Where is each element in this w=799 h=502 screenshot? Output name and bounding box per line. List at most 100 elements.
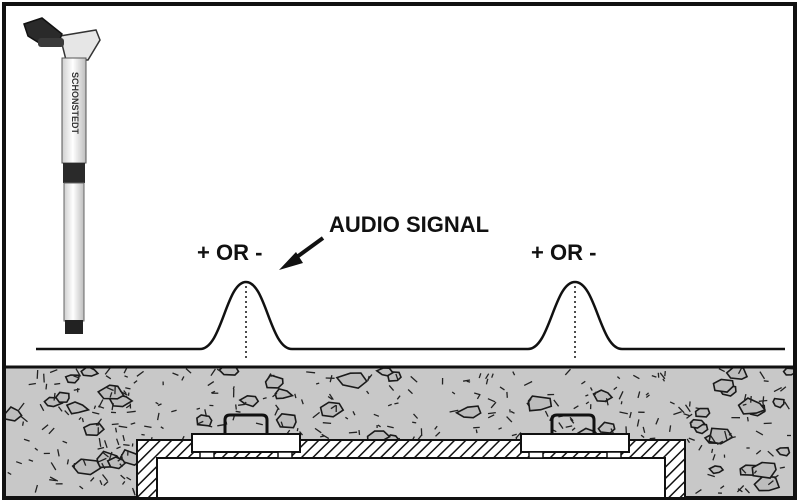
aggregate-speck bbox=[155, 401, 159, 405]
aggregate-speck bbox=[34, 447, 39, 451]
aggregate-speck bbox=[619, 411, 628, 415]
aggregate-speck bbox=[99, 479, 103, 486]
aggregate-speck bbox=[629, 411, 632, 419]
plate-handle-right bbox=[550, 413, 596, 434]
aggregate-speck bbox=[742, 403, 747, 406]
aggregate-speck bbox=[98, 405, 105, 409]
device-brand-label: SCHONSTEDT bbox=[70, 72, 80, 135]
aggregate-speck bbox=[196, 407, 201, 410]
aggregate-speck bbox=[491, 373, 494, 378]
aggregate-speck bbox=[743, 393, 747, 402]
aggregate-speck bbox=[78, 416, 82, 421]
device-tip bbox=[65, 320, 83, 334]
aggregate-speck bbox=[758, 399, 768, 402]
aggregate-speck bbox=[20, 415, 28, 423]
aggregate-speck bbox=[613, 386, 618, 391]
aggregate-speck bbox=[632, 374, 640, 380]
aggregate-speck bbox=[306, 371, 316, 374]
aggregate-speck bbox=[449, 409, 459, 413]
aggregate-speck bbox=[105, 375, 112, 380]
aggregate-speck bbox=[330, 404, 337, 410]
aggregate-speck bbox=[108, 451, 113, 460]
magnetic-locator-device: SCHONSTEDT bbox=[23, 17, 101, 334]
aggregate-speck bbox=[510, 410, 515, 414]
aggregate-speck bbox=[724, 430, 728, 440]
aggregate-speck bbox=[118, 425, 128, 429]
aggregate-speck bbox=[689, 421, 693, 425]
aggregate-speck bbox=[197, 420, 204, 425]
aggregate-speck bbox=[267, 373, 272, 379]
aggregate-speck bbox=[54, 382, 61, 385]
aggregate-speck bbox=[125, 404, 131, 409]
aggregate-speck bbox=[407, 389, 413, 395]
aggregate-speck bbox=[707, 473, 715, 478]
aggregate-speck bbox=[123, 443, 130, 447]
aggregate-stone bbox=[708, 427, 734, 445]
aggregate-speck bbox=[527, 398, 532, 403]
aggregate-speck bbox=[573, 405, 579, 410]
aggregate-speck bbox=[435, 431, 441, 437]
aggregate-speck bbox=[123, 390, 127, 395]
aggregate-speck bbox=[114, 427, 118, 433]
aggregate-speck bbox=[585, 394, 589, 397]
aggregate-speck bbox=[487, 414, 495, 419]
aggregate-speck bbox=[207, 381, 215, 387]
aggregate-speck bbox=[92, 411, 100, 415]
aggregate-speck bbox=[119, 463, 123, 468]
aggregate-speck bbox=[620, 401, 623, 405]
aggregate-speck bbox=[7, 471, 12, 476]
aggregate-speck bbox=[57, 449, 60, 457]
aggregate-speck bbox=[315, 382, 320, 385]
aggregate-speck bbox=[15, 461, 23, 465]
aggregate-speck bbox=[686, 413, 693, 419]
aggregate-speck bbox=[36, 369, 39, 379]
aggregate-speck bbox=[300, 399, 304, 405]
aggregate-speck bbox=[698, 444, 703, 451]
aggregate-speck bbox=[773, 474, 779, 479]
aggregate-speck bbox=[43, 373, 45, 383]
aggregate-speck bbox=[683, 413, 690, 417]
aggregate-speck bbox=[75, 368, 82, 377]
aggregate-stone bbox=[708, 465, 725, 475]
aggregate-speck bbox=[759, 371, 766, 380]
aggregate-speck bbox=[451, 391, 456, 395]
aggregate-speck bbox=[688, 437, 695, 442]
audio-signal-trace bbox=[36, 280, 785, 351]
aggregate-speck bbox=[111, 423, 119, 426]
aggregate-speck bbox=[498, 427, 502, 430]
aggregate-speck bbox=[410, 375, 418, 383]
aggregate-stone bbox=[96, 384, 125, 400]
aggregate-speck bbox=[348, 431, 358, 434]
aggregate-speck bbox=[216, 368, 221, 372]
peak-right-label: + OR - bbox=[531, 240, 596, 265]
aggregate-stone bbox=[782, 367, 793, 376]
aggregate-speck bbox=[109, 392, 113, 398]
aggregate-stone bbox=[454, 405, 482, 419]
aggregate-speck bbox=[499, 386, 505, 391]
aggregate-speck bbox=[388, 384, 395, 392]
aggregate-speck bbox=[41, 424, 49, 431]
aggregate-stone bbox=[737, 397, 767, 415]
aggregate-speck bbox=[97, 421, 104, 429]
aggregate-stone bbox=[80, 367, 100, 377]
aggregate-speck bbox=[462, 379, 471, 382]
aggregate-stone bbox=[694, 407, 711, 418]
aggregate-speck bbox=[784, 401, 790, 410]
aggregate-speck bbox=[686, 438, 691, 444]
aggregate-speck bbox=[581, 380, 586, 385]
aggregate-speck bbox=[62, 440, 68, 444]
aggregate-speck bbox=[144, 425, 152, 429]
aggregate-speck bbox=[130, 422, 136, 425]
aggregate-speck bbox=[395, 373, 399, 380]
aggregate-speck bbox=[616, 376, 621, 380]
aggregate-stone bbox=[712, 378, 735, 393]
aggregate-stone bbox=[319, 401, 345, 418]
aggregate-speck bbox=[711, 448, 714, 454]
aggregate-speck bbox=[322, 422, 332, 425]
aggregate-speck bbox=[294, 393, 297, 399]
aggregate-speck bbox=[98, 457, 107, 463]
aggregate-speck bbox=[553, 399, 560, 407]
aggregate-speck bbox=[39, 403, 45, 412]
aggregate-speck bbox=[81, 418, 84, 423]
aggregate-speck bbox=[34, 484, 39, 493]
